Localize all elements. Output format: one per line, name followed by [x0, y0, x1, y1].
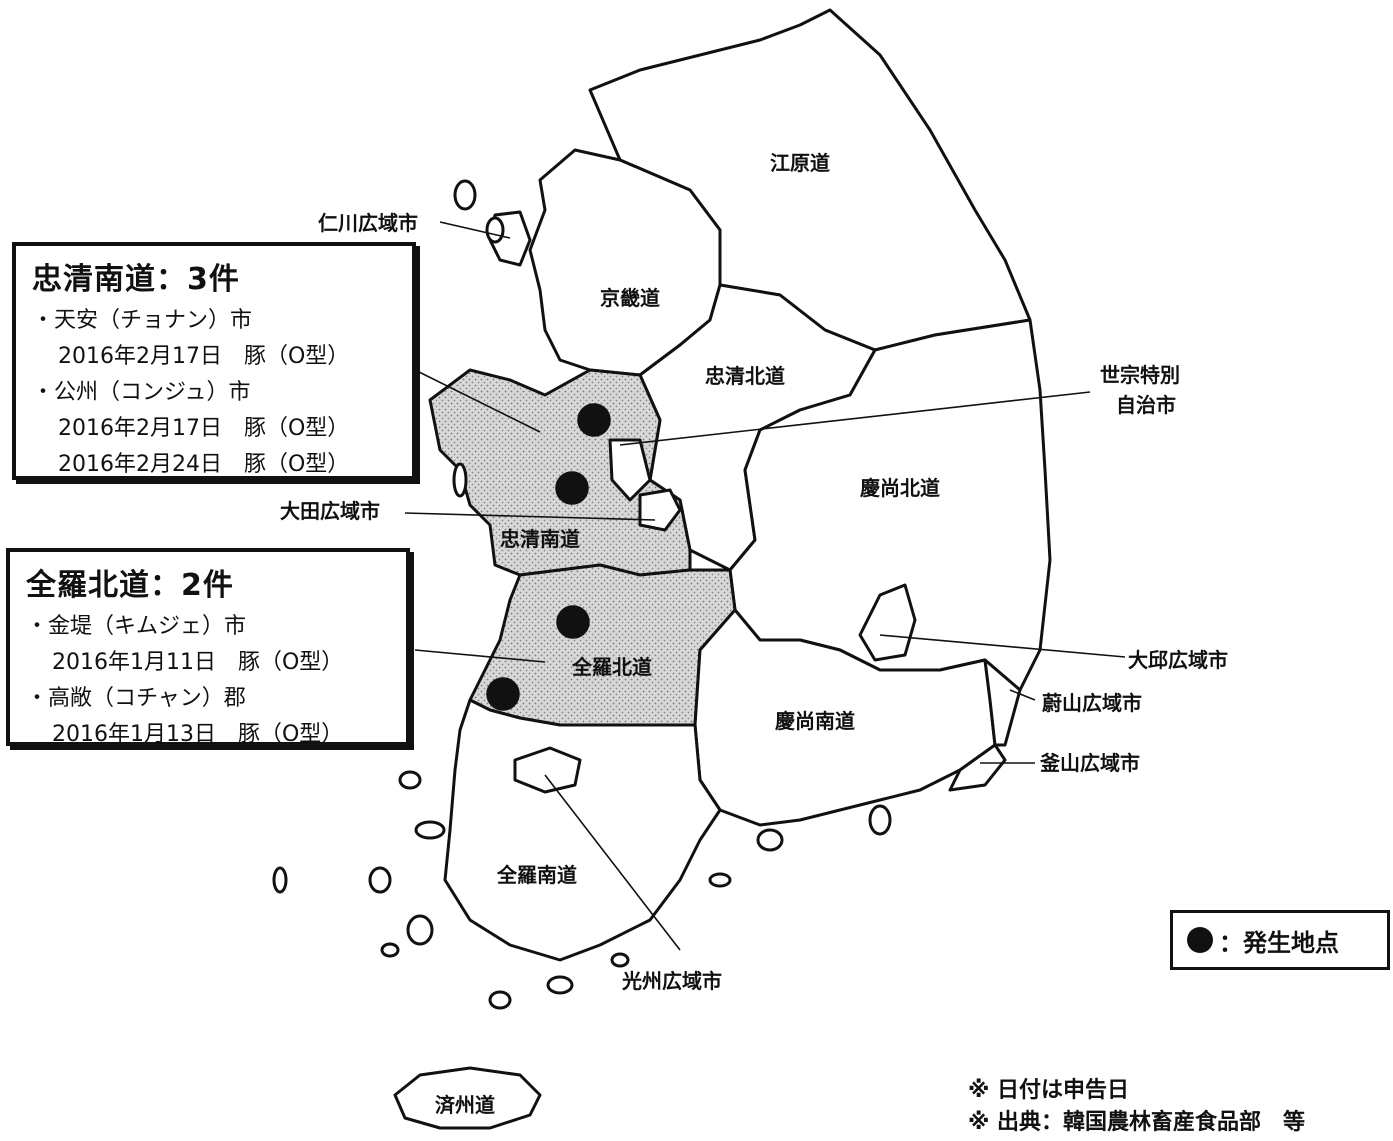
box-title: 忠清南道：3件 — [32, 262, 240, 297]
leader-daejeon — [404, 512, 656, 521]
chungnam-outbreak-box: 忠清南道：3件 天安（チョナン）市 2016年2月17日 豚（O型） 公州（コン… — [12, 242, 416, 480]
note-source: ※ 出典：韓国農林畜産食品部 等 — [968, 1110, 1306, 1135]
island — [610, 952, 630, 968]
label-gyeongbuk: 慶尚北道 — [860, 476, 940, 500]
island — [488, 990, 512, 1010]
label-gyeonggi: 京畿道 — [600, 286, 660, 310]
label-chungnam: 忠清南道 — [500, 527, 580, 551]
note-date: ※ 日付は申告日 — [968, 1078, 1130, 1103]
map-legend: ：発生地点 — [1170, 910, 1390, 970]
island — [406, 914, 434, 946]
label-jeonnam: 全羅南道 — [496, 863, 577, 887]
label-incheon: 仁川広域市 — [318, 211, 418, 235]
box-record: 2016年2月17日 豚（O型） — [58, 344, 350, 369]
island — [485, 216, 505, 244]
outbreak-site — [555, 471, 589, 505]
leader-sejong — [619, 391, 1091, 446]
label-jeju: 済州道 — [435, 1093, 495, 1117]
jeonbuk-outbreak-box: 全羅北道：2件 金堤（キムジェ）市 2016年1月11日 豚（O型） 高敞（コチ… — [6, 548, 410, 747]
region-gwangju — [513, 746, 582, 794]
island — [868, 804, 892, 836]
box-record: 2016年2月17日 豚（O型） — [58, 416, 350, 441]
region-jeju — [393, 1066, 542, 1130]
label-busan: 釜山広域市 — [1039, 751, 1140, 775]
region-jeonnam — [443, 698, 722, 962]
label-jeonbuk: 全羅北道 — [571, 655, 652, 679]
island — [368, 866, 392, 894]
legend-label: ：発生地点 — [1219, 928, 1339, 957]
island — [546, 975, 574, 995]
box-place: 金堤（キムジェ）市 — [26, 608, 392, 640]
leader-gwangju — [544, 774, 681, 951]
island — [708, 872, 732, 888]
outbreak-site — [486, 677, 520, 711]
island — [453, 179, 477, 211]
region-sejong — [608, 438, 652, 502]
box-record: 2016年1月13日 豚（O型） — [52, 722, 344, 747]
box-place: 公州（コンジュ）市 — [32, 374, 398, 406]
leader-jeonbuk-box — [414, 649, 546, 663]
leader-chungnam-box — [414, 369, 541, 433]
box-title: 全羅北道：2件 — [26, 568, 234, 603]
label-daejeon: 大田広域市 — [280, 499, 380, 523]
region-ulsan — [983, 658, 1022, 747]
label-sejong-2: 自治市 — [1116, 393, 1176, 417]
label-gwangju: 光州広域市 — [621, 969, 722, 993]
region-daegu — [858, 583, 917, 662]
leader-incheon — [439, 221, 511, 239]
region-busan — [948, 743, 1007, 792]
leader-daegu — [879, 634, 1126, 658]
label-daegu: 大邱広域市 — [1128, 648, 1228, 672]
island — [452, 462, 468, 498]
box-record: 2016年2月24日 豚（O型） — [58, 452, 350, 477]
box-place: 高敞（コチャン）郡 — [26, 680, 392, 712]
island — [756, 828, 784, 852]
label-gyeongnam: 慶尚南道 — [775, 709, 855, 733]
box-record: 2016年1月11日 豚（O型） — [52, 650, 344, 675]
leader-ulsan — [1009, 689, 1036, 701]
label-chungbuk: 忠清北道 — [705, 364, 785, 388]
outbreak-dot-icon — [1187, 927, 1213, 953]
box-place: 天安（チョナン）市 — [32, 302, 398, 334]
label-ulsan: 蔚山広域市 — [1042, 691, 1142, 715]
island — [380, 942, 400, 958]
label-gangwon: 江原道 — [770, 151, 830, 175]
island — [398, 770, 422, 790]
outbreak-site — [556, 605, 590, 639]
island — [272, 866, 288, 894]
outbreak-site — [577, 403, 611, 437]
island — [414, 820, 446, 840]
label-sejong-1: 世宗特別 — [1100, 363, 1180, 387]
